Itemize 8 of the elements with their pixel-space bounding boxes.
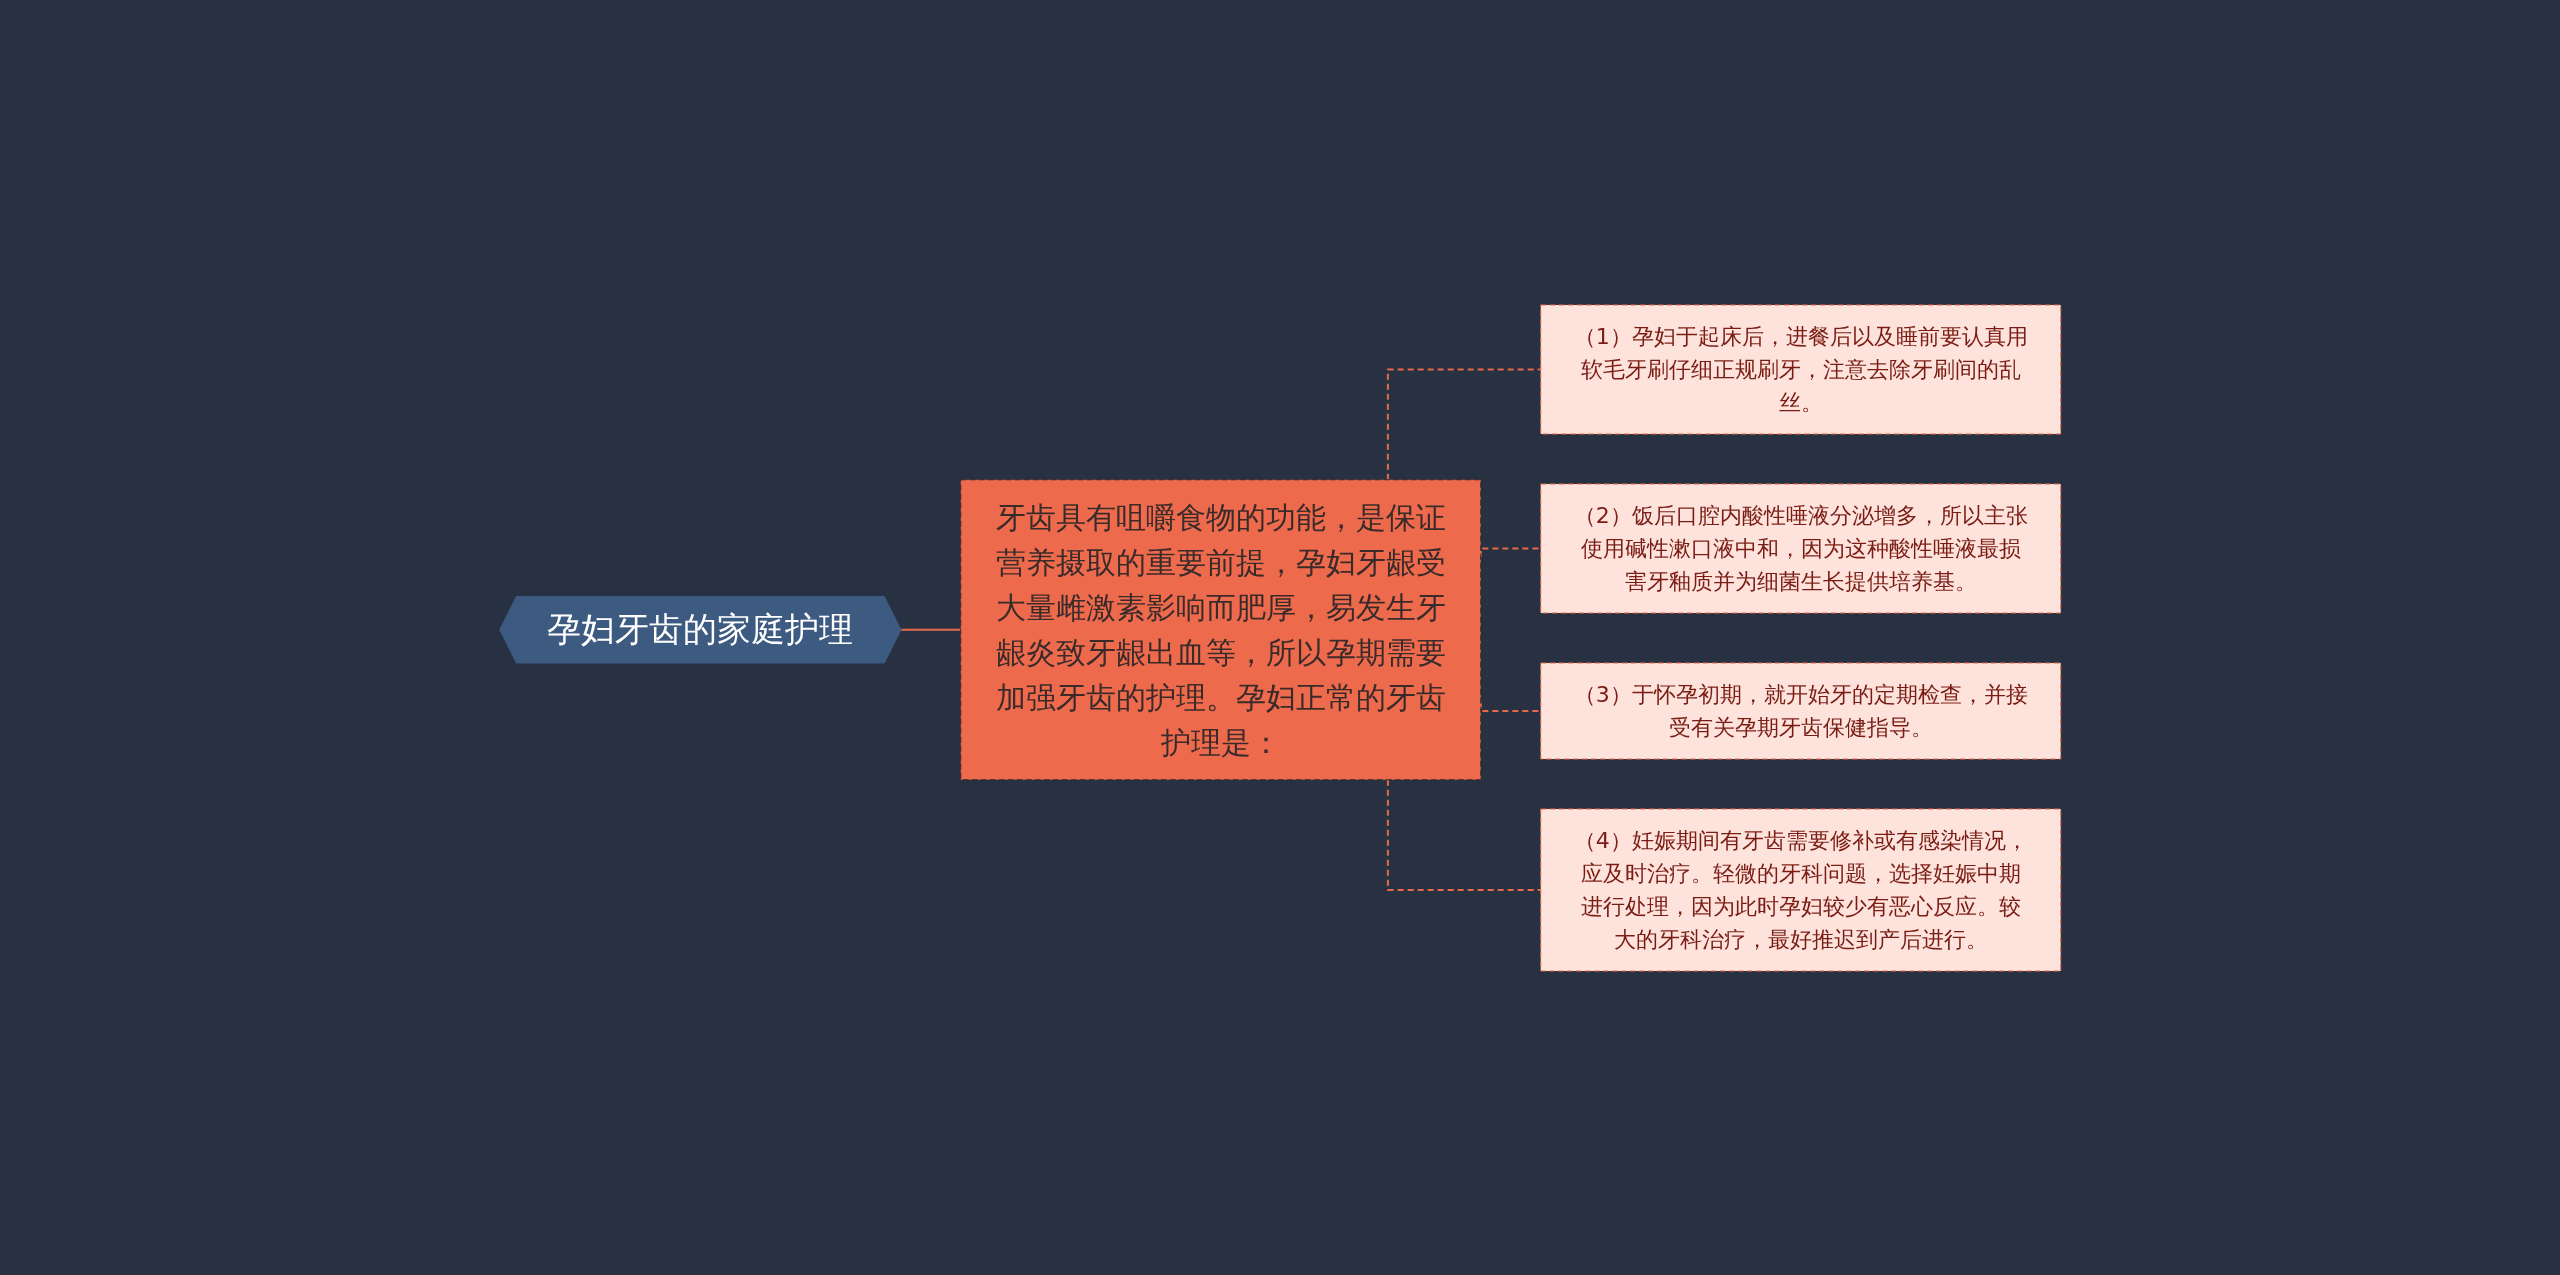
node-box: 牙齿具有咀嚼食物的功能，是保证营养摄取的重要前提，孕妇牙龈受大量雌激素影响而肥厚，易发生牙龈炎致牙龈出血等，所以孕期需要加强牙齿的护理。孕妇正常的牙齿护理是： xyxy=(959,478,1481,780)
connector xyxy=(899,628,962,631)
node-box: （4）妊娠期间有牙齿需要修补或有感染情况，应及时治疗。轻微的牙科问题，选择妊娠中期进行处理，因为此时孕妇较少有恶心反应。较大的牙科治疗，最好推迟到产后进行。 xyxy=(1539,808,2061,971)
node-box: （1）孕妇于起床后，进餐后以及睡前要认真用软毛牙刷仔细正规刷牙，注意去除牙刷间的乱丝。 xyxy=(1539,304,2061,434)
node-box: （3）于怀孕初期，就开始牙的定期检查，并接受有关孕期牙齿保健指导。 xyxy=(1539,662,2061,759)
connector xyxy=(1386,368,1542,481)
connector xyxy=(1386,778,1542,891)
node-box: （2）饭后口腔内酸性唾液分泌增多，所以主张使用碱性漱口液中和，因为这种酸性唾液最损害牙釉质并为细菌生长提供培养基。 xyxy=(1539,483,2061,613)
